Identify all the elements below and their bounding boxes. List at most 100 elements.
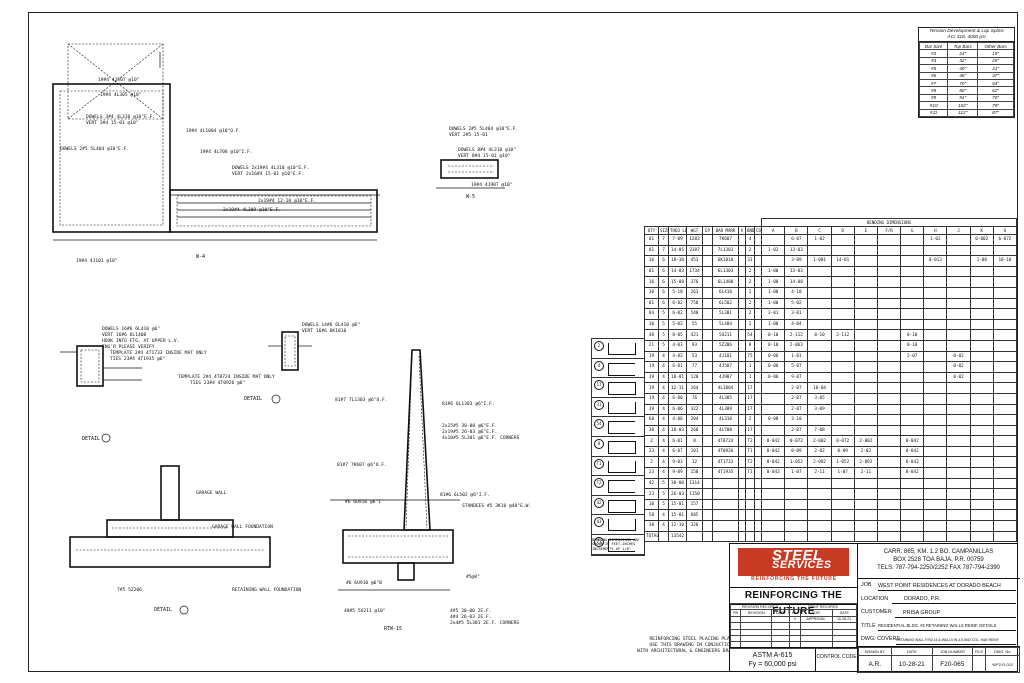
location-row: LOCATION DORADO, P.R.: [858, 593, 1020, 607]
tension-cell: 24": [947, 49, 979, 58]
schedule-cell: 2: [644, 456, 659, 469]
schedule-cell: [900, 255, 925, 267]
schedule-cell: [702, 339, 713, 352]
schedule-cell: [969, 456, 994, 469]
schedule-cell: 0-02: [946, 361, 971, 373]
col-note-2: VERT 16#6 6L1408: [102, 332, 146, 338]
bend-shape: 42: [592, 496, 644, 516]
schedule-cell: 84: [644, 308, 659, 320]
colmid-note-2: VERT 16#6 6K1810: [302, 328, 346, 334]
schedule-cell: [853, 382, 878, 394]
schedule-cell: [761, 477, 786, 490]
schedule-cell: [784, 477, 809, 490]
rtw-note-11: 48#5 5U211 @10": [344, 608, 386, 614]
schedule-cell: 5U211: [712, 329, 739, 341]
w4-note-11: 2x19#4 12-10 @10"E.F.: [258, 198, 316, 204]
schedule-cell: 15-01: [668, 498, 687, 511]
schedule-cell: 4: [658, 467, 669, 479]
schedule-cell: 4L1004: [712, 382, 739, 394]
schedule-cell: 6-06: [668, 403, 687, 416]
schedule-cell: [753, 286, 763, 299]
material-spec: ASTM A-615 Fy = 60,000 psi: [730, 647, 816, 672]
schedule-cell: 30: [644, 286, 659, 299]
schedule-cell: [738, 530, 746, 543]
schedule-cell: [969, 371, 994, 384]
w5-label: W-5: [466, 194, 475, 200]
schedule-cell: 1-001: [807, 255, 832, 267]
schedule-cell: [876, 234, 902, 246]
schedule-cell: [876, 456, 902, 469]
schedule-cell: 0-002: [969, 234, 994, 246]
schedule-cell: [738, 361, 746, 373]
schedule-cell: 164: [686, 382, 703, 394]
tension-title: Tension Development & Lap Splice: [929, 29, 1004, 34]
schedule-cell: [969, 477, 994, 490]
schedule-cell: [969, 350, 994, 363]
schedule-cell: [923, 509, 948, 522]
schedule-cell: [702, 456, 713, 469]
schedule-cell: 23: [644, 445, 659, 458]
schedule-cell: 13542: [668, 530, 687, 543]
schedule-cell: [900, 318, 925, 331]
schedule-cell: 16: [644, 276, 659, 288]
schedule-cell: [738, 498, 746, 511]
schedule-cell: [738, 318, 746, 331]
location-value: DORADO, P.R.: [892, 595, 1016, 605]
schedule-cell: [946, 445, 971, 458]
schedule-cell: [946, 308, 971, 320]
schedule-cell: 4: [658, 350, 669, 363]
schedule-cell: [753, 308, 763, 320]
placing-plan-note: REINFORCING STEEL PLACING PLAN USE THIS …: [637, 637, 745, 655]
schedule-cell: [830, 371, 855, 384]
w4-note-3: DOWELS 3#4 4L310 @10"E.F.: [86, 114, 155, 120]
schedule-cell: [830, 530, 855, 543]
schedule-cell: [900, 403, 925, 416]
schedule-cell: [853, 329, 878, 341]
schedule-cell: [702, 509, 713, 522]
schedule-cell: 6L502: [712, 297, 739, 310]
schedule-cell: 0-042: [761, 435, 786, 447]
schedule-cell: [853, 297, 878, 310]
schedule-cell: [702, 435, 713, 447]
schedule-cell: [830, 339, 855, 352]
shape-number: 17: [594, 380, 604, 391]
schedule-cell: [876, 318, 902, 331]
schedule-cell: 3-10: [784, 414, 809, 426]
schedule-cell: 14-05: [668, 244, 687, 257]
schedule-cell: [900, 424, 925, 437]
schedule-cell: [753, 488, 763, 500]
schedule-cell: 19: [644, 371, 659, 384]
schedule-cell: [923, 361, 948, 373]
colmid-note-3: TEMPLATE 2#4 4T0724 INSIDE MAT ONLY: [178, 374, 275, 380]
schedule-cell: [753, 297, 763, 310]
schedule-cell: [992, 509, 1018, 522]
schedule-cell: 10: [644, 498, 659, 511]
schedule-cell: [702, 414, 713, 426]
schedule-cell: 2-02: [807, 445, 832, 458]
note-line: REINFORCING STEEL PLACING PLAN: [649, 637, 733, 642]
schedule-cell: [992, 276, 1018, 288]
schedule-cell: T1: [745, 445, 755, 458]
schedule-header: B: [784, 226, 809, 235]
schedule-cell: [992, 329, 1018, 341]
schedule-cell: [900, 286, 925, 299]
schedule-cell: [712, 509, 739, 522]
schedule-cell: [753, 445, 763, 458]
schedule-cell: [753, 265, 763, 278]
schedule-cell: 4: [745, 234, 755, 246]
schedule-cell: 1: [745, 361, 755, 373]
schedule-cell: [900, 488, 925, 500]
schedule-cell: 2-112: [830, 329, 855, 341]
bending-dimensions-title: BENDING DIMENSIONS: [761, 218, 1017, 227]
schedule-cell: 81: [644, 297, 659, 310]
schedule-cell: 4T0724: [712, 435, 739, 447]
schedule-cell: [876, 392, 902, 405]
footing-note-2: GARAGE WALL FOUNDATION: [212, 524, 273, 530]
schedule-cell: [761, 392, 786, 405]
schedule-cell: [876, 403, 902, 416]
schedule-cell: [853, 265, 878, 278]
